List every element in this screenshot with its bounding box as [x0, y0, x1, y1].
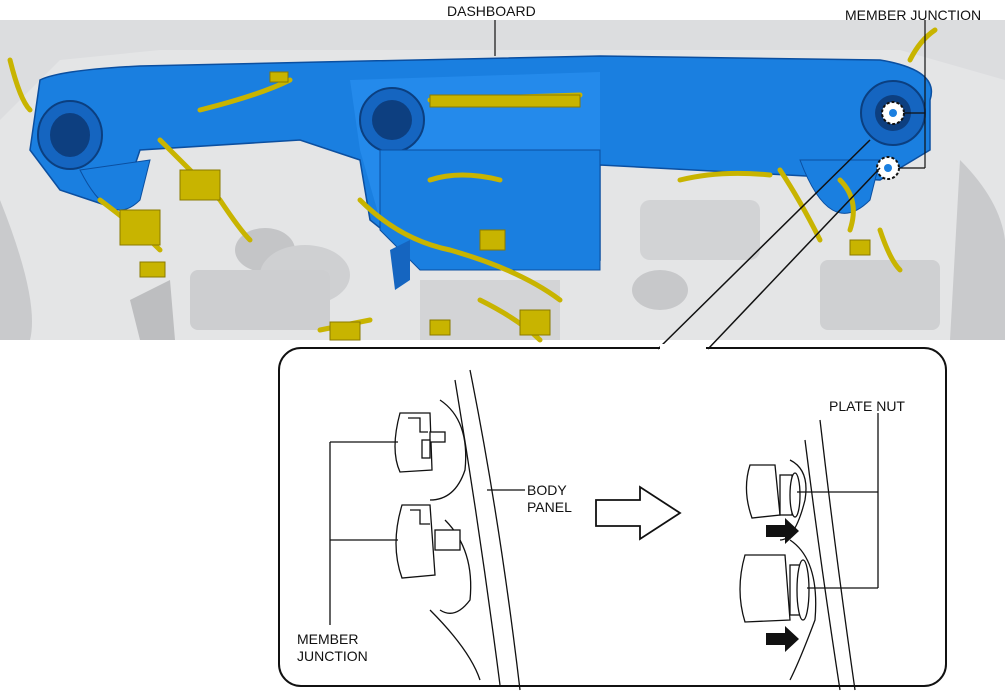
body-panel-label-line2: PANEL [527, 499, 572, 515]
vehicle-interior-photo [0, 20, 1005, 343]
body-panel-label-line1: BODY [527, 482, 567, 498]
top-leader-lines [494, 20, 926, 169]
arrow-right-solid-icon [766, 518, 799, 544]
after-installation-drawing [739, 413, 879, 691]
member-junction-top-label: MEMBER JUNCTION [845, 7, 982, 23]
plate-nut-label: PLATE NUT [829, 398, 905, 414]
arrow-right-solid-icon [766, 626, 799, 652]
body-panel-label: BODY PANEL [527, 482, 572, 516]
member-junction-label-line2: JUNCTION [297, 648, 368, 664]
member-junction-label: MEMBER JUNCTION [297, 631, 368, 665]
arrow-right-outline-icon [595, 485, 682, 541]
dashboard-label: DASHBOARD [447, 3, 536, 19]
member-junction-label-line1: MEMBER [297, 631, 359, 647]
before-installation-drawing [329, 369, 525, 691]
